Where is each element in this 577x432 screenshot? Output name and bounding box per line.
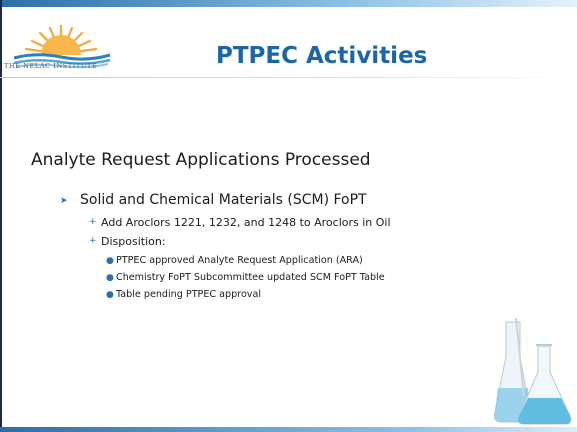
sub-sub-bullet-text: PTPEC approved Analyte Request Applicati…	[116, 255, 363, 266]
top-accent-bar	[0, 0, 577, 7]
slide-title: PTPEC Activities	[216, 43, 428, 69]
sub-bullet-text: Add Aroclors 1221, 1232, and 1248 to Aro…	[101, 216, 391, 229]
bullet-text: Solid and Chemical Materials (SCM) FoPT	[80, 192, 367, 208]
plus-bullet-icon: +	[89, 236, 97, 246]
sub-sub-bullet-text: Chemistry FoPT Subcommittee updated SCM …	[116, 272, 385, 283]
sub-sub-bullet-pending: ● Table pending PTPEC approval	[106, 289, 262, 300]
section-heading: Analyte Request Applications Processed	[31, 150, 371, 170]
logo-text: THE NELAC INSTITUTE	[4, 62, 98, 70]
bottom-accent-bar	[0, 427, 577, 432]
sub-sub-bullet-table-updated: ● Chemistry FoPT Subcommittee updated SC…	[106, 272, 385, 283]
dot-bullet-icon: ●	[106, 290, 114, 300]
header-divider	[0, 77, 577, 78]
plus-bullet-icon: +	[89, 217, 97, 227]
dot-bullet-icon: ●	[106, 256, 114, 266]
arrow-bullet-icon: ➤	[60, 196, 68, 206]
sub-sub-bullet-text: Table pending PTPEC approval	[116, 289, 262, 300]
dot-bullet-icon: ●	[106, 273, 114, 283]
sub-sub-bullet-ara: ● PTPEC approved Analyte Request Applica…	[106, 255, 363, 266]
sub-bullet-disposition: + Disposition:	[89, 235, 166, 248]
bullet-item-scm: ➤ Solid and Chemical Materials (SCM) FoP…	[60, 192, 367, 208]
nelac-logo-icon	[13, 24, 111, 69]
lab-flasks-icon	[493, 317, 572, 425]
sub-bullet-aroclors: + Add Aroclors 1221, 1232, and 1248 to A…	[89, 216, 391, 229]
left-border	[0, 0, 2, 432]
sub-bullet-text: Disposition:	[101, 235, 166, 248]
